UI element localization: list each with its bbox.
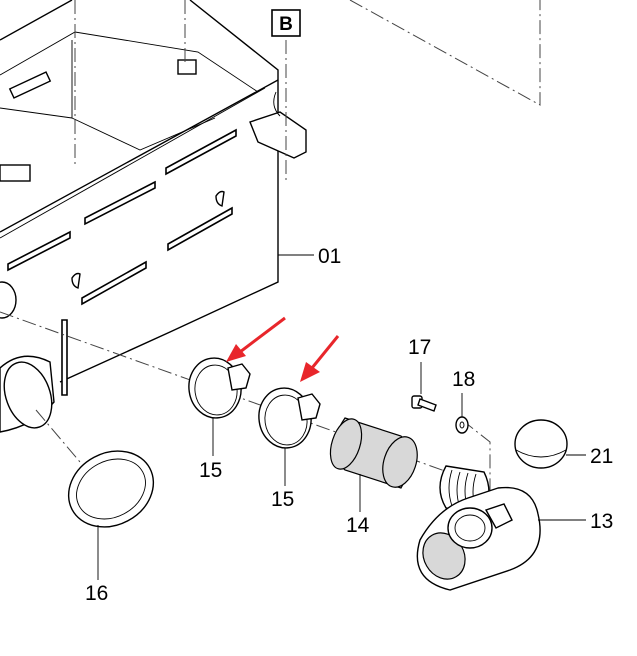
callout-box-b: B: [271, 9, 301, 37]
screw: [411, 395, 437, 412]
part-label-16: 16: [85, 582, 108, 605]
part-label-15-right: 15: [271, 488, 294, 511]
hose-clamp-left: [188, 357, 251, 419]
part-label-14: 14: [346, 514, 370, 537]
part-label-17: 17: [408, 336, 431, 359]
part-labels: 01 15 15 14 16 17 18 21 13: [85, 245, 613, 605]
part-label-01: 01: [318, 245, 341, 268]
sealing-ring: [67, 450, 155, 528]
housing-box: [0, 0, 307, 433]
hose-sleeve: [329, 417, 418, 489]
part-label-18: 18: [452, 368, 475, 391]
cap: [514, 419, 568, 469]
elbow-fitting: [416, 465, 541, 591]
red-arrow-1: [226, 316, 286, 362]
part-label-13: 13: [590, 510, 613, 533]
hose-clamp-right: [258, 387, 321, 449]
part-label-15-left: 15: [199, 459, 222, 482]
callout-box-b-label: B: [279, 14, 293, 35]
leader-lines: [97, 254, 586, 580]
red-arrow-2: [300, 335, 340, 382]
part-label-21: 21: [590, 445, 613, 468]
washer: [455, 416, 469, 434]
